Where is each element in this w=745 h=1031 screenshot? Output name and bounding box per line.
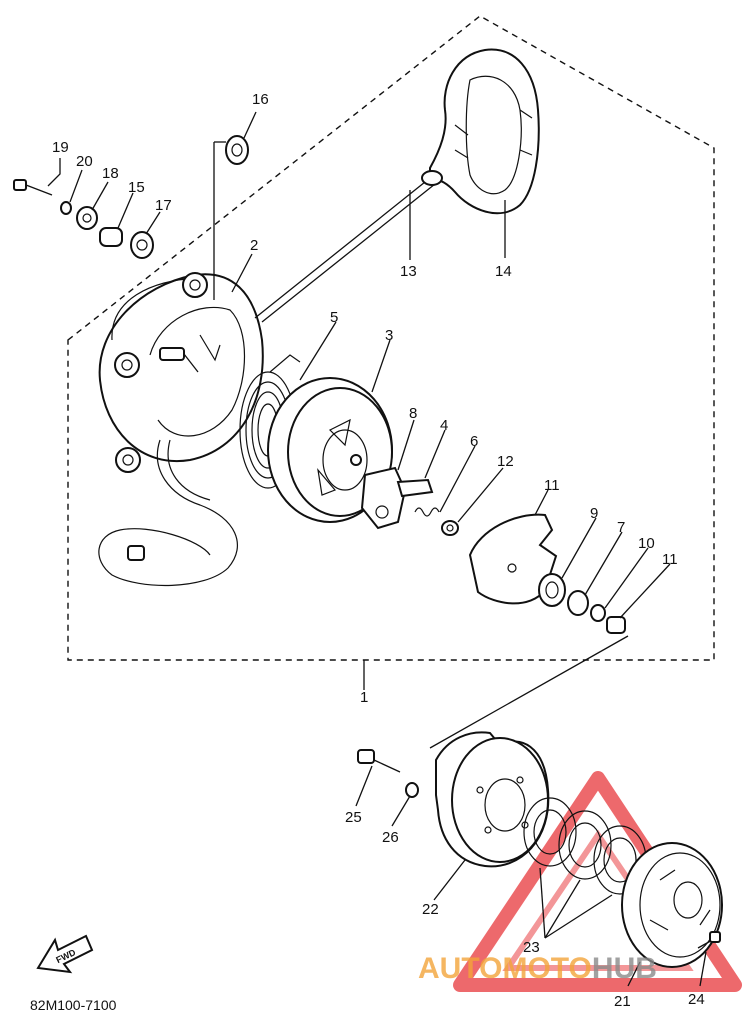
part-label-5: 5	[330, 309, 338, 326]
bolt-19	[13, 179, 53, 196]
part-label-17-upper: 16	[252, 91, 269, 108]
collar-16	[99, 227, 123, 247]
part-label-8: 8	[409, 405, 417, 422]
bolt-24	[697, 931, 721, 949]
part-label-11-text: 11	[662, 551, 678, 568]
watermark-text-automoto: AUTOMOTO	[418, 952, 592, 985]
part-label-19: 19	[52, 139, 69, 156]
part-label-23: 23	[523, 939, 540, 956]
part-label-16: 15	[128, 179, 145, 196]
drawing-code: 82M100-7100	[30, 997, 117, 1013]
washer-18	[76, 206, 98, 230]
pawl-clip	[441, 520, 459, 536]
spring-washer-20	[60, 201, 72, 215]
part-label-26: 26	[382, 829, 399, 846]
friction-plate	[468, 513, 558, 605]
svg-text:AUTOMOTOHUB: AUTOMOTOHUB	[418, 952, 657, 985]
part-label-24: 24	[688, 991, 705, 1008]
part-label-4: 4	[440, 417, 448, 434]
washer	[567, 590, 589, 616]
part-label-7: 7	[617, 519, 625, 536]
watermark-text-hub: HUB	[592, 952, 657, 985]
part-labels: 16 19 20 18 15 17 2 13 14 5 3 8 4 6 12 1…	[52, 91, 705, 1010]
part-label-20: 20	[76, 153, 93, 170]
washer-26	[405, 782, 419, 798]
part-label-18: 18	[102, 165, 119, 182]
pawl-spring	[414, 507, 440, 517]
nut-10	[590, 604, 606, 622]
starter-housing	[98, 272, 264, 473]
part-label-6: 6	[470, 433, 478, 450]
starter-handle	[421, 48, 540, 215]
part-label-25: 25	[345, 809, 362, 826]
fwd-arrow: FWD	[36, 934, 94, 974]
starter-rope	[254, 177, 431, 319]
leader-lines	[47, 111, 707, 987]
watermark-logo: AUTOMOTOHUB	[418, 952, 657, 985]
part-label-10: 10	[638, 535, 655, 552]
damper-17-lower	[130, 231, 154, 259]
shim-set	[523, 797, 647, 895]
part-label-2: 2	[250, 237, 258, 254]
part-label-14: 14	[495, 263, 512, 280]
starter-pulley-hub	[435, 731, 550, 868]
part-label-22: 22	[422, 901, 439, 918]
bolt-25	[357, 749, 401, 773]
part-label-17-lower: 17	[155, 197, 172, 214]
part-label-15: 12	[497, 453, 514, 470]
bearing	[538, 573, 566, 607]
part-label-3: 3	[385, 327, 393, 344]
housing-cable	[98, 439, 238, 587]
part-label-1: 1	[360, 689, 368, 706]
drive-pawl	[360, 466, 434, 530]
assembly-boundary	[67, 15, 715, 661]
nut-11	[606, 616, 626, 634]
damper-17-upper	[225, 135, 249, 165]
pulley-cover	[621, 842, 723, 968]
part-label-13: 13	[400, 263, 417, 280]
cable-connector	[127, 545, 145, 561]
part-label-12: 11	[544, 477, 560, 494]
part-label-21: 21	[614, 993, 631, 1010]
part-label-9: 9	[590, 505, 598, 522]
